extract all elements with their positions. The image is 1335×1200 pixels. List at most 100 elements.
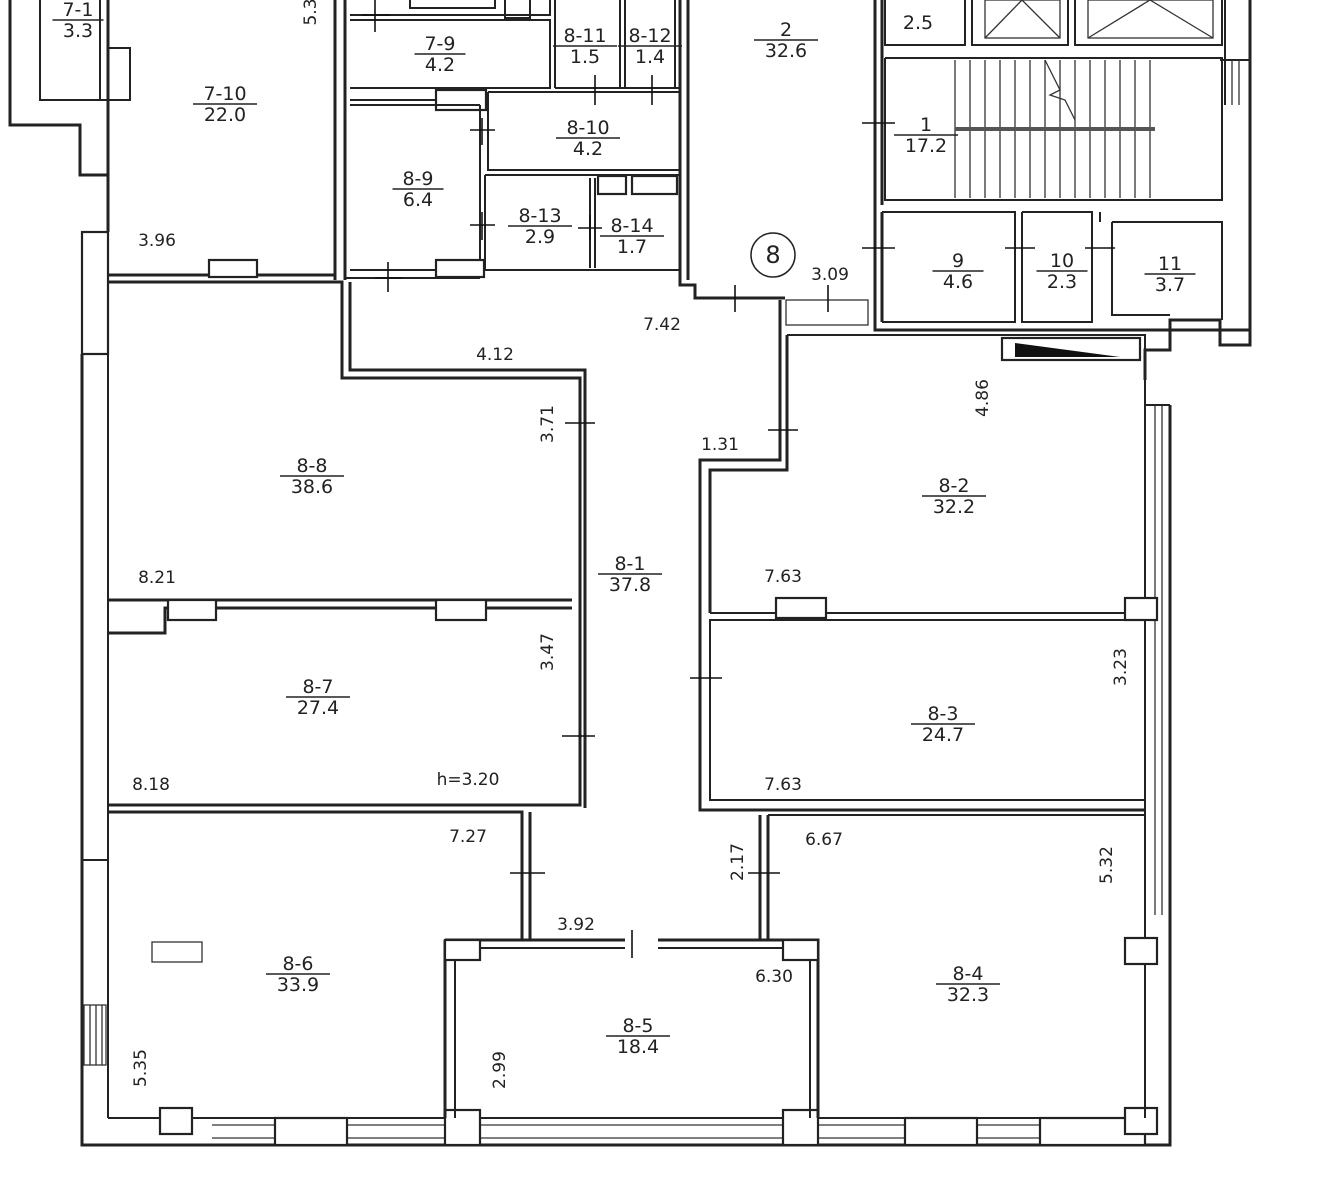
room-label: 8-324.7 [911, 703, 975, 746]
dim-label: 8.18 [132, 775, 170, 795]
room-id: 10 [1050, 250, 1074, 272]
dim-label: 5.35 [131, 1049, 151, 1087]
dim-label: 7.63 [764, 567, 802, 587]
dim-label: 3.92 [557, 915, 595, 935]
room-id: 8-9 [402, 168, 433, 190]
room-label: 94.6 [932, 250, 984, 293]
room-id: 8-10 [566, 117, 609, 139]
room-area: 2.5 [903, 12, 933, 34]
room-label: 8-432.3 [936, 963, 1000, 1006]
dim-label: 3.47 [538, 633, 558, 671]
dim-label: 6.67 [805, 830, 843, 850]
room-label: 8-838.6 [280, 455, 344, 498]
dim-label: 7.42 [643, 315, 681, 335]
dim-label: 5.3 [301, 0, 321, 26]
dim-label: 4.86 [973, 379, 993, 417]
dim-label: 2.17 [728, 843, 748, 881]
room-area: 1.5 [570, 46, 600, 68]
room-label: 232.6 [754, 19, 818, 62]
dimension-labels: 3.96 7.42 3.09 4.12 3.71 1.31 4.86 8.21 … [131, 0, 1131, 1089]
door-marks [362, 0, 1115, 958]
room-area: 4.2 [573, 138, 603, 160]
room-area: 32.6 [765, 40, 807, 62]
dim-label: 8.21 [138, 568, 176, 588]
room-area: 17.2 [905, 135, 947, 157]
dim-label: h=3.20 [437, 770, 500, 790]
room-id: 8-7 [302, 676, 333, 698]
room-label: 8-633.9 [266, 953, 330, 996]
room-id: 8-6 [282, 953, 313, 975]
dim-label: 3.71 [538, 405, 558, 443]
room-label: 8-137.8 [598, 553, 662, 596]
room-label: 117.2 [894, 114, 958, 157]
section-marker-label: 8 [765, 241, 780, 269]
room-label: 8-232.2 [922, 475, 986, 518]
room-label: 8-141.7 [600, 215, 664, 258]
room-label: 8-121.4 [618, 25, 682, 68]
room-area: 1.4 [635, 46, 665, 68]
room-area: 6.4 [403, 189, 433, 211]
room-area: 24.7 [922, 724, 964, 746]
dim-label: 7.27 [449, 827, 487, 847]
room-area: 2.3 [1047, 271, 1077, 293]
room-id: 7-1 [62, 0, 93, 21]
walls [8, 0, 1252, 1147]
room-id: 8-14 [610, 215, 653, 237]
room-area: 33.9 [277, 974, 319, 996]
room-id: 8-11 [563, 25, 606, 47]
dim-label: 3.09 [811, 265, 849, 285]
room-label: 8-111.5 [553, 25, 617, 68]
room-label: 102.3 [1036, 250, 1088, 293]
dim-label: 5.32 [1097, 846, 1117, 884]
room-id: 9 [952, 250, 964, 272]
dim-label: 1.31 [701, 435, 739, 455]
room-area: 32.2 [933, 496, 975, 518]
room-label: 2.5 [903, 12, 933, 34]
room-area: 18.4 [617, 1036, 659, 1058]
room-label: 7-94.2 [414, 33, 466, 76]
room-area: 3.7 [1155, 274, 1185, 296]
room-id: 7-9 [424, 33, 455, 55]
stair-treads [954, 59, 1155, 198]
room-id: 1 [920, 114, 932, 136]
room-id: 8-8 [296, 455, 327, 477]
room-area: 4.6 [943, 271, 973, 293]
room-id: 8-4 [952, 963, 983, 985]
room-id: 8-5 [622, 1015, 653, 1037]
dim-label: 6.30 [755, 967, 793, 987]
room-area: 32.3 [947, 984, 989, 1006]
room-id: 8-1 [614, 553, 645, 575]
room-id: 8-13 [518, 205, 561, 227]
room-labels: 7-13.37-1022.07-94.28-111.58-121.4232.62… [52, 0, 1196, 1058]
dim-label: 2.99 [490, 1051, 510, 1089]
room-label: 8-727.4 [286, 676, 350, 719]
room-label: 8-104.2 [556, 117, 620, 160]
section-marker [750, 232, 796, 278]
dim-label: 4.12 [476, 345, 514, 365]
dim-label: 3.96 [138, 231, 176, 251]
room-label: 7-13.3 [52, 0, 104, 42]
room-label: 8-518.4 [606, 1015, 670, 1058]
room-id: 2 [780, 19, 792, 41]
room-area: 27.4 [297, 697, 339, 719]
room-label: 8-96.4 [392, 168, 444, 211]
room-area: 2.9 [525, 226, 555, 248]
dim-label: 3.23 [1111, 648, 1131, 686]
room-area: 4.2 [425, 54, 455, 76]
room-id: 7-10 [203, 83, 246, 105]
room-area: 38.6 [291, 476, 333, 498]
fixture [151, 941, 203, 963]
room-area: 37.8 [609, 574, 651, 596]
dim-label: 7.63 [764, 775, 802, 795]
room-id: 8-2 [938, 475, 969, 497]
room-label: 113.7 [1144, 253, 1196, 296]
room-area: 1.7 [617, 236, 647, 258]
room-area: 22.0 [204, 104, 246, 126]
room-id: 8-3 [927, 703, 958, 725]
room-area: 3.3 [63, 20, 93, 42]
room-id: 11 [1158, 253, 1182, 275]
room-label: 8-132.9 [508, 205, 572, 248]
room-id: 8-12 [628, 25, 671, 47]
